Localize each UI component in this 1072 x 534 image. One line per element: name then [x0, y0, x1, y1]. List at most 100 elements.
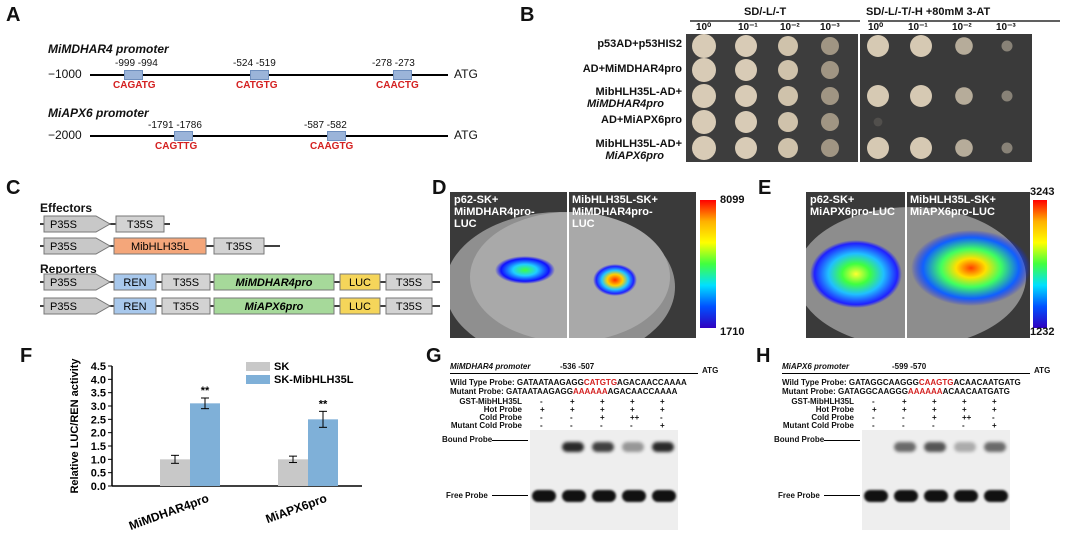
- t35s-box: [161, 297, 211, 315]
- emsa-free-band: [562, 490, 586, 502]
- category-label: MiAPX6pro: [264, 491, 329, 526]
- t35s-box: [385, 297, 433, 315]
- emsa-condition-value: +: [902, 405, 907, 414]
- probe-seq-post: ACAACAATGATG: [942, 387, 1010, 396]
- probe-seq-post: AGACAACCAAAA: [607, 387, 678, 396]
- leaf-image-e: [806, 192, 1030, 338]
- dilution-label: 10⁻³: [820, 22, 840, 33]
- emsa-condition-value: +: [540, 405, 545, 414]
- t35s-box-label: T35S: [396, 301, 422, 313]
- y-tick-label: 0.0: [91, 481, 106, 493]
- promoter1-title: MiMDHAR4 promoter: [48, 42, 169, 56]
- p35s-promoter-arrow: [43, 273, 112, 291]
- emsa-condition-value: -: [540, 397, 543, 406]
- dilution-label: 10⁰: [868, 22, 884, 33]
- probe-label: Mutant Probe:: [450, 387, 506, 396]
- emsa-condition-value: +: [932, 413, 937, 422]
- yeast-colony-spot-selective: [955, 37, 973, 55]
- reporter-promoter-box-label: MiAPX6pro: [245, 301, 304, 313]
- bar: [278, 459, 308, 486]
- significance-label: **: [319, 398, 328, 410]
- yeast-colony-spot-selective: [1001, 142, 1013, 154]
- emsa-condition-label: GST-MibHLH35L: [791, 397, 854, 406]
- panel-label-c: C: [6, 177, 21, 199]
- emsa-bound-arrow: [824, 440, 860, 441]
- yeast-colony-spot: [821, 37, 839, 55]
- promoter1-start: −1000: [48, 67, 82, 81]
- luc-d-right-label: MibHLH35L-SK+ MiMDHAR4pro- LUC: [572, 194, 658, 230]
- probe-seq-site: CAAGTG: [918, 378, 954, 387]
- luc-d-max: 8099: [720, 194, 745, 206]
- emsa-free-band: [532, 490, 556, 502]
- y-tick-label: 4.5: [91, 361, 106, 373]
- emsa-condition-value: -: [570, 413, 573, 422]
- p35s-promoter-arrow: [43, 215, 112, 233]
- dilution-label: 10⁻³: [996, 22, 1016, 33]
- yeast-colony-spot: [692, 58, 716, 82]
- y-tick-label: 3.5: [91, 388, 106, 400]
- emsa-condition-value: +: [962, 405, 967, 414]
- emsa-condition-value: +: [992, 405, 997, 414]
- probe-seq-pre: GATAGGCAAGGG: [848, 378, 919, 387]
- effectors-label: Effectors: [40, 201, 93, 215]
- y-tick-label: 4.0: [91, 374, 106, 386]
- yeast-colony-spot: [735, 35, 757, 57]
- yeast-row-label: MibHLH35L-AD+: [595, 86, 682, 98]
- significance-label: **: [201, 385, 210, 397]
- yeast-colony-spot: [778, 86, 798, 106]
- legend-swatch: [246, 362, 270, 371]
- yeast-plates: [686, 34, 1032, 162]
- emsa-condition-value: +: [660, 405, 665, 414]
- emsa-condition-value: -: [600, 421, 603, 430]
- panel-label-g: G: [426, 345, 442, 367]
- y-tick-label: 2.5: [91, 414, 106, 426]
- emsa-bound-band: [894, 442, 916, 452]
- yeast-colony-spot: [778, 138, 798, 158]
- emsa-condition-value: +: [902, 397, 907, 406]
- emsa-bound-band: [562, 442, 584, 452]
- yeast-colony-spot-selective: [867, 35, 889, 57]
- y-axis-label: Relative LUC/REN activity: [69, 358, 81, 494]
- luc-e-right-label: MibHLH35L-SK+ MiAPX6pro-LUC: [910, 194, 996, 218]
- site5-pos: -587 -582: [304, 120, 347, 131]
- site3-pos: -278 -273: [372, 58, 415, 69]
- luc-d-min: 1710: [720, 326, 745, 338]
- yeast-colony-spot: [735, 85, 757, 107]
- p35s-promoter-arrow: [43, 237, 112, 255]
- emsa-condition-value: -: [872, 397, 875, 406]
- emsa-free-band: [984, 490, 1008, 502]
- emsa-promoter-title: MiMDHAR4 promoter: [450, 362, 531, 371]
- reporter-promoter-box: [213, 297, 335, 315]
- luc-image-d: p62-SK+ MiMDHAR4pro- LUC MibHLH35L-SK+ M…: [450, 192, 696, 338]
- emsa-free-label: Free Probe: [778, 491, 820, 500]
- emsa-probe-row: Wild Type Probe: GATAATAAGAGGCATGTGAGACA…: [450, 378, 687, 387]
- category-label: MiMDHAR4pro: [127, 491, 211, 532]
- emsa-promoter-line: [450, 373, 698, 374]
- site5-box: [327, 131, 346, 141]
- luc-e-left-label: p62-SK+ MiAPX6pro-LUC: [810, 194, 895, 218]
- t35s-box-label: T35S: [226, 241, 252, 253]
- site3-motif: CAACTG: [376, 80, 419, 91]
- probe-seq-pre: GATAATAAGAGG: [506, 387, 573, 396]
- p35s-label: P35S: [50, 241, 77, 253]
- dilution-label: 10⁻¹: [908, 22, 928, 33]
- emsa-condition-value: +: [932, 397, 937, 406]
- yeast-row-label: AD+MiAPX6pro: [601, 114, 682, 126]
- emsa-condition-value: +: [660, 421, 665, 430]
- yeast-colony-spot-selective: [867, 85, 889, 107]
- yeast-colony-spot: [692, 84, 716, 108]
- probe-seq-post: AGACAACCAAAA: [617, 378, 687, 387]
- t35s-box-label: T35S: [173, 301, 199, 313]
- yeast-colony-spot: [821, 61, 839, 79]
- emsa-condition-label: GST-MibHLH35L: [459, 397, 522, 406]
- emsa-bound-band: [984, 442, 1006, 452]
- emsa-condition-value: +: [570, 397, 575, 406]
- ren-box: [113, 273, 157, 291]
- luc-box-label: LUC: [349, 277, 371, 289]
- emsa-bound-band: [924, 442, 946, 452]
- promoter1-line: [90, 74, 448, 76]
- luc-image-e: p62-SK+ MiAPX6pro-LUC MibHLH35L-SK+ MiAP…: [806, 192, 1030, 338]
- emsa-gel: [862, 430, 1010, 530]
- yeast-colony-spot: [778, 60, 798, 80]
